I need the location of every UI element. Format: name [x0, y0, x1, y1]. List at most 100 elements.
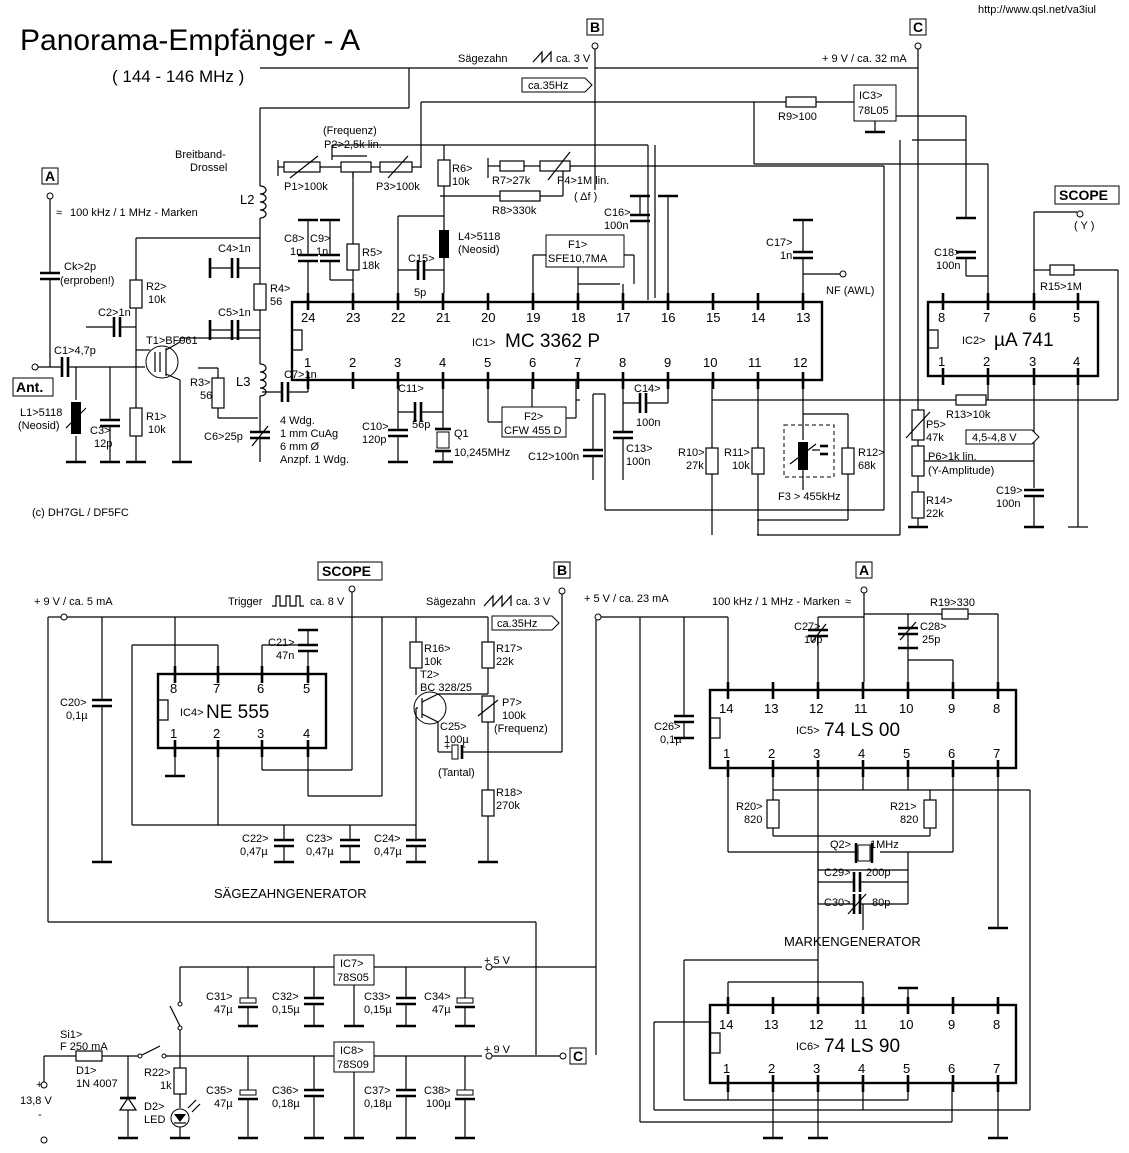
- svg-text:6: 6: [1029, 310, 1036, 325]
- connector-c-top: C: [909, 18, 927, 50]
- svg-text:SÄGEZAHNGENERATOR: SÄGEZAHNGENERATOR: [214, 886, 367, 901]
- svg-text:Ant.: Ant.: [16, 379, 43, 395]
- svg-text:0,15µ: 0,15µ: [364, 1004, 392, 1016]
- svg-text:( Δf ): ( Δf ): [574, 191, 597, 203]
- svg-text:100n: 100n: [604, 220, 628, 232]
- svg-text:C32>: C32>: [272, 991, 299, 1003]
- svg-text:L1>5118: L1>5118: [20, 407, 62, 419]
- svg-text:T1>BF961: T1>BF961: [146, 335, 198, 347]
- svg-text:1n: 1n: [316, 246, 328, 258]
- svg-text:0,47µ: 0,47µ: [374, 846, 402, 858]
- svg-text:R10>: R10>: [678, 447, 705, 459]
- svg-text:8: 8: [938, 310, 945, 325]
- svg-text:23: 23: [346, 310, 360, 325]
- svg-text:C29>: C29>: [824, 867, 851, 879]
- title: Panorama-Empfänger - A: [20, 24, 360, 57]
- svg-text:P5>: P5>: [926, 419, 946, 431]
- svg-text:6: 6: [257, 681, 264, 696]
- svg-text:1: 1: [304, 355, 311, 370]
- svg-text:2: 2: [983, 354, 990, 369]
- svg-text:R17>: R17>: [496, 643, 523, 655]
- connector-ant: Ant.: [12, 363, 54, 397]
- svg-text:IC7>: IC7>: [340, 958, 364, 970]
- power-supply: + 5 V IC7> 78S05 + 9 V C IC8> 78S09: [20, 954, 596, 1144]
- svg-text:C27>: C27>: [794, 621, 821, 633]
- svg-text:R1>: R1>: [146, 411, 167, 423]
- svg-text:6 mm Ø: 6 mm Ø: [280, 441, 320, 453]
- svg-text:D2>: D2>: [144, 1101, 165, 1113]
- connector-scope-top: SCOPE ( Y ): [1054, 185, 1120, 232]
- svg-text:10k: 10k: [452, 176, 470, 188]
- svg-text:C21>: C21>: [268, 637, 295, 649]
- svg-text:1: 1: [723, 1061, 730, 1076]
- svg-text:1n: 1n: [780, 250, 792, 262]
- breitband: Breitband-: [175, 149, 226, 161]
- svg-text:C5>1n: C5>1n: [218, 307, 251, 319]
- svg-text:C13>: C13>: [626, 443, 653, 455]
- svg-text:10p: 10p: [804, 634, 822, 646]
- svg-text:10: 10: [899, 1017, 913, 1032]
- svg-text:22k: 22k: [926, 508, 944, 520]
- svg-text:7: 7: [993, 746, 1000, 761]
- svg-text:B: B: [557, 562, 567, 578]
- svg-text:(Y-Amplitude): (Y-Amplitude): [928, 465, 994, 477]
- ic3-78l05: IC3> 78L05: [853, 84, 897, 134]
- svg-text:CFW 455 D: CFW 455 D: [504, 425, 562, 437]
- svg-text:D1>: D1>: [76, 1065, 97, 1077]
- svg-text:+: +: [444, 741, 450, 753]
- svg-text:C12>100n: C12>100n: [528, 451, 579, 463]
- svg-text:7: 7: [574, 355, 581, 370]
- svg-text:80p: 80p: [872, 897, 890, 909]
- svg-text:C11>: C11>: [398, 383, 424, 395]
- svg-text:R8>330k: R8>330k: [492, 205, 537, 217]
- f1-filter: [532, 194, 847, 293]
- svg-text:0,1µ: 0,1µ: [660, 734, 682, 746]
- svg-text:8: 8: [993, 701, 1000, 716]
- svg-text:100 kHz / 1 MHz - Marken: 100 kHz / 1 MHz - Marken: [712, 596, 840, 608]
- svg-text:ca.35Hz: ca.35Hz: [528, 80, 568, 92]
- svg-text:F1>: F1>: [568, 239, 587, 251]
- svg-text:6: 6: [948, 1061, 955, 1076]
- svg-text:C22>: C22>: [242, 833, 269, 845]
- url: http://www.qsl.net/va3iul: [978, 4, 1096, 16]
- svg-text:ca.35Hz: ca.35Hz: [497, 618, 537, 630]
- r9-c18-r15: [785, 96, 1075, 277]
- svg-text:8: 8: [619, 355, 626, 370]
- svg-text:14: 14: [719, 701, 733, 716]
- svg-text:18k: 18k: [362, 260, 380, 272]
- svg-text:6: 6: [948, 746, 955, 761]
- svg-text:Q1: Q1: [454, 428, 469, 440]
- svg-text:C38>: C38>: [424, 1085, 451, 1097]
- svg-text:8: 8: [170, 681, 177, 696]
- freq-tag-saw: ca.35Hz: [491, 615, 560, 631]
- svg-text:0,47µ: 0,47µ: [240, 846, 268, 858]
- svg-text:L3: L3: [236, 374, 250, 389]
- connector-a-top: A: [41, 167, 59, 200]
- svg-text:C4>1n: C4>1n: [218, 243, 251, 255]
- svg-text:0,18µ: 0,18µ: [272, 1098, 300, 1110]
- svg-text:R22>: R22>: [144, 1067, 171, 1079]
- svg-text:C20>: C20>: [60, 697, 87, 709]
- svg-text:8: 8: [993, 1017, 1000, 1032]
- svg-text:C9>: C9>: [310, 233, 331, 245]
- svg-text:25p: 25p: [922, 634, 940, 646]
- svg-text:100µ: 100µ: [444, 734, 469, 746]
- svg-text:+ 5 V / ca. 23 mA: + 5 V / ca. 23 mA: [584, 593, 669, 605]
- svg-text:3: 3: [394, 355, 401, 370]
- svg-text:6: 6: [529, 355, 536, 370]
- svg-text:1n: 1n: [290, 246, 302, 258]
- subtitle: ( 144 - 146 MHz ): [112, 67, 244, 86]
- svg-text:15: 15: [706, 310, 720, 325]
- svg-text:C15>: C15>: [408, 253, 435, 265]
- svg-text:2: 2: [213, 726, 220, 741]
- svg-text:120p: 120p: [362, 434, 386, 446]
- svg-text:NE 555: NE 555: [206, 702, 269, 723]
- svg-text:(Tantal): (Tantal): [438, 767, 475, 779]
- svg-text:ca. 3 V: ca. 3 V: [516, 596, 551, 608]
- svg-text:10k: 10k: [732, 460, 750, 472]
- svg-text:100n: 100n: [936, 260, 960, 272]
- svg-text:12: 12: [809, 1017, 823, 1032]
- svg-text:(erproben!): (erproben!): [60, 275, 114, 287]
